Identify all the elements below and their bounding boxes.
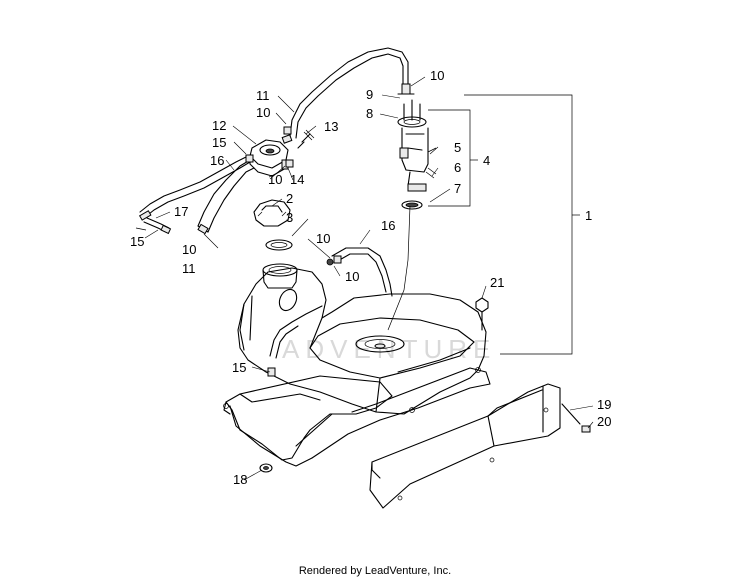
callout-15-valve: 15 — [212, 135, 226, 150]
callout-10-line-top: 10 — [316, 231, 330, 246]
callout-21: 21 — [490, 275, 504, 290]
bolt-21 — [475, 297, 489, 331]
callout-1: 1 — [585, 208, 592, 223]
watermark-text: ADVENTURE — [282, 334, 496, 364]
callout-16-right: 16 — [381, 218, 395, 233]
callout-20: 20 — [597, 414, 611, 429]
callout-labels: 1 2 3 4 5 6 7 8 9 10 10 10 10 10 10 11 1… — [130, 68, 611, 487]
fuel-pump-assembly — [397, 99, 437, 210]
gas-cap — [253, 199, 291, 227]
fuel-line-over-tank — [269, 247, 393, 359]
screws-13-14 — [297, 133, 311, 149]
callout-6: 6 — [454, 160, 461, 175]
callout-5: 5 — [454, 140, 461, 155]
leader-lines — [144, 76, 594, 481]
callout-13: 13 — [324, 119, 338, 134]
fuel-tank — [223, 263, 487, 415]
callout-10-valve-top: 10 — [256, 105, 270, 120]
callout-3: 3 — [286, 210, 293, 225]
callout-11-left: 11 — [182, 261, 196, 276]
callout-10-left-hose: 10 — [182, 242, 196, 257]
drain-grommet-18 — [259, 463, 273, 473]
callout-10-valve-side: 10 — [268, 172, 282, 187]
footer-credit: Rendered by LeadVenture, Inc. — [298, 565, 452, 577]
callout-18: 18 — [233, 472, 247, 487]
callout-15-tank: 15 — [232, 360, 246, 375]
callout-10-pump: 10 — [430, 68, 444, 83]
cap-gasket — [265, 239, 293, 251]
skid-plate — [369, 383, 561, 509]
callout-9: 9 — [366, 87, 373, 102]
rollover-valve — [249, 129, 315, 177]
callout-15-hose: 15 — [130, 234, 144, 249]
callout-14: 14 — [290, 172, 304, 187]
hose-clamps — [245, 126, 342, 377]
callout-10-line-bottom: 10 — [345, 269, 359, 284]
callout-7: 7 — [454, 181, 461, 196]
callout-16-left: 16 — [210, 153, 224, 168]
callout-4: 4 — [483, 153, 490, 168]
callout-8: 8 — [366, 106, 373, 121]
callout-19: 19 — [597, 397, 611, 412]
fuel-tank-tray — [223, 367, 491, 467]
vent-hose-arch — [289, 47, 415, 139]
callout-2: 2 — [286, 191, 293, 206]
vent-hose-16 — [135, 155, 251, 235]
vent-hose-left — [197, 159, 255, 235]
callout-17: 17 — [174, 204, 188, 219]
callout-12: 12 — [212, 118, 226, 133]
group-brackets — [387, 94, 580, 355]
fastener-19-20 — [561, 403, 591, 433]
callout-11-top: 11 — [256, 88, 270, 103]
